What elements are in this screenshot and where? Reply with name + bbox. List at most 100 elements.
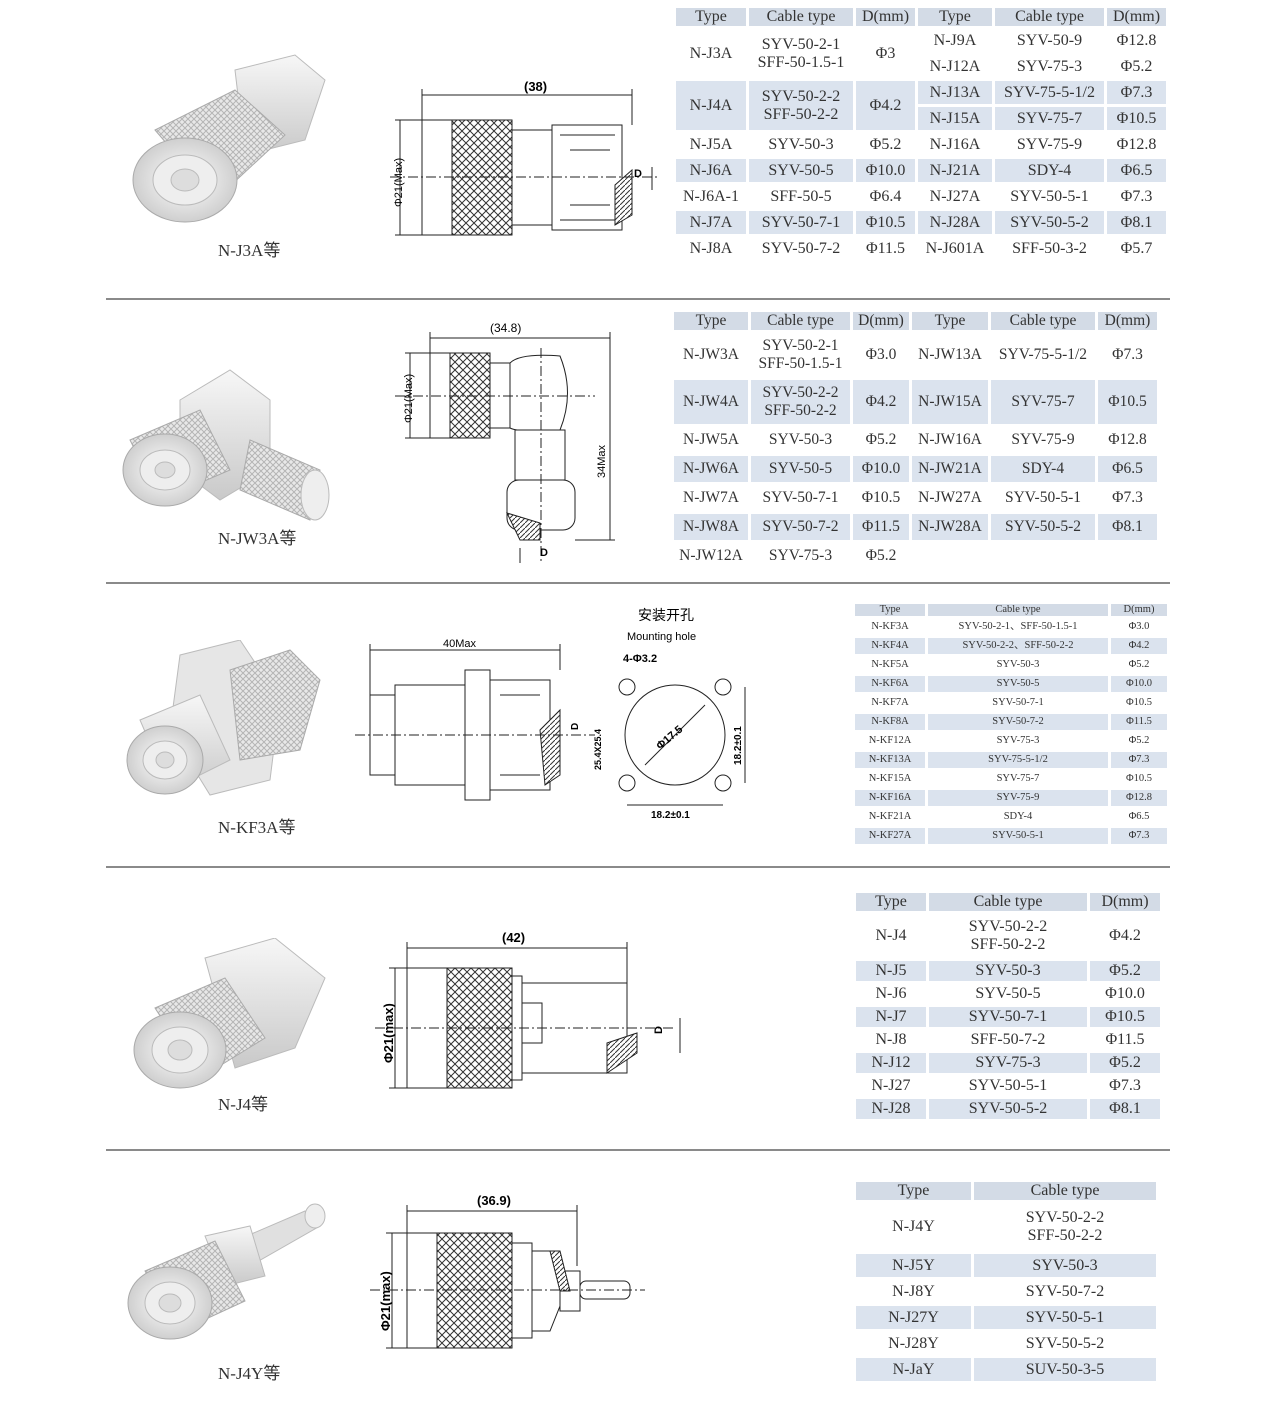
cable-type-cell: SYV-50-7-1 <box>749 211 853 235</box>
technical-drawing-n-j4y: (36.9) Φ21(max) <box>370 1193 645 1349</box>
technical-drawing-n-j4: (42) Φ21(max) D <box>375 930 681 1089</box>
type-cell: N-KF6A <box>855 676 925 693</box>
diameter-cell: Φ4.2 <box>853 379 909 424</box>
cable-type-cell: SYV-50-2-1、SFF-50-1.5-1 <box>928 619 1108 636</box>
type-cell: N-J28A <box>918 211 992 235</box>
header-cable-type: Cable type <box>995 8 1104 27</box>
diameter-cell: Φ3 <box>856 29 915 79</box>
type-cell: N-J6A-1 <box>676 185 746 209</box>
diameter-cell <box>1098 542 1157 569</box>
diameter-cell: Φ6.5 <box>1111 809 1167 826</box>
type-cell: N-J12A <box>918 55 992 79</box>
product-caption: N-J4Y等 <box>218 1364 281 1383</box>
cable-type-cell: SYV-50-2-1 SFF-50-1.5-1 <box>751 332 850 377</box>
type-cell: N-J16A <box>918 133 992 157</box>
diameter-cell: Φ3.0 <box>853 332 909 377</box>
technical-drawing-n-j3a: (38) Φ21(Max) D <box>390 79 660 236</box>
header-cable-type: Cable type <box>928 604 1108 617</box>
header-cable-type: Cable type <box>974 1182 1156 1201</box>
type-cell: N-J28Y <box>856 1332 971 1356</box>
cable-type-cell: SYV-75-5-1/2 <box>991 332 1095 377</box>
type-cell: N-JW5A <box>674 426 748 453</box>
type-cell: N-J27 <box>856 1076 926 1097</box>
type-cell <box>912 542 988 569</box>
section-divider <box>106 582 1170 584</box>
header-type: Type <box>918 8 992 27</box>
diameter-cell: Φ11.5 <box>853 513 909 540</box>
type-cell: N-J12 <box>856 1053 926 1074</box>
type-cell: N-KF8A <box>855 714 925 731</box>
cable-type-cell: SYV-50-7-2 <box>928 714 1108 731</box>
cable-type-cell: SYV-75-3 <box>751 542 850 569</box>
header-diameter: D(mm) <box>1090 893 1160 912</box>
cable-type-cell: SYV-50-5-1 <box>928 828 1108 845</box>
diameter-cell: Φ10.5 <box>853 484 909 511</box>
type-cell: N-JW13A <box>912 332 988 377</box>
diameter-cell: Φ11.5 <box>1111 714 1167 731</box>
diameter-cell: Φ10.5 <box>1107 107 1166 131</box>
header-diameter: D(mm) <box>1107 8 1166 27</box>
header-diameter: D(mm) <box>853 312 909 330</box>
type-cell: N-J7A <box>676 211 746 235</box>
diameter-cell: Φ7.3 <box>1107 81 1166 105</box>
mounting-hole-title-en: Mounting hole <box>627 631 696 643</box>
cable-type-cell: SYV-50-5 <box>749 159 853 183</box>
cable-type-cell: SYV-50-2-2 SFF-50-2-2 <box>929 914 1087 959</box>
connector-photo-n-jw3a <box>122 369 330 521</box>
diameter-cell: Φ5.2 <box>853 426 909 453</box>
cable-type-cell: SYV-50-7-2 <box>751 513 850 540</box>
type-cell: N-J5A <box>676 133 746 157</box>
cable-type-cell: SYV-75-9 <box>995 133 1104 157</box>
product-caption: N-JW3A等 <box>218 529 297 548</box>
cable-type-cell: SUV-50-3-5 <box>974 1358 1156 1382</box>
type-cell: N-KF7A <box>855 695 925 712</box>
diameter-cell: Φ8.1 <box>1098 513 1157 540</box>
cable-type-cell: SDY-4 <box>991 455 1095 482</box>
diameter-cell: Φ12.8 <box>1111 790 1167 807</box>
type-cell: N-KF5A <box>855 657 925 674</box>
dim-d: D <box>540 547 548 559</box>
cable-type-cell: SYV-50-2-1 SFF-50-1.5-1 <box>749 29 853 79</box>
type-cell: N-KF16A <box>855 790 925 807</box>
diameter-cell: Φ10.0 <box>1111 676 1167 693</box>
dim-flange: 25.4X25.4 <box>593 729 603 770</box>
type-cell: N-JW16A <box>912 426 988 453</box>
cable-type-cell: SYV-50-5-2 <box>929 1099 1087 1120</box>
dim-diameter: Φ21(max) <box>381 1003 396 1063</box>
cable-type-cell: SYV-50-2-2 SFF-50-2-2 <box>974 1203 1156 1252</box>
dim-pitch-horizontal: 18.2±0.1 <box>651 810 690 820</box>
diameter-cell: Φ5.2 <box>1107 55 1166 79</box>
dim-diameter: Φ21(Max) <box>393 158 405 207</box>
header-type: Type <box>856 893 926 912</box>
section-divider <box>106 1149 1170 1151</box>
cable-type-cell: SYV-50-5-1 <box>995 185 1104 209</box>
cable-type-cell: SFF-50-7-2 <box>929 1030 1087 1051</box>
product-caption: N-J4等 <box>218 1095 269 1114</box>
diameter-cell: Φ6.4 <box>856 185 915 209</box>
type-cell: N-J27A <box>918 185 992 209</box>
type-cell: N-JW7A <box>674 484 748 511</box>
cable-type-cell: SYV-50-2-2 SFF-50-2-2 <box>749 81 853 131</box>
diameter-cell: Φ7.3 <box>1111 828 1167 845</box>
type-cell: N-J9A <box>918 29 992 53</box>
diameter-cell: Φ10.5 <box>856 211 915 235</box>
type-cell: N-J4A <box>676 81 746 131</box>
dim-height: 34Max <box>596 444 608 478</box>
connector-photo-n-kf3a <box>126 640 321 796</box>
